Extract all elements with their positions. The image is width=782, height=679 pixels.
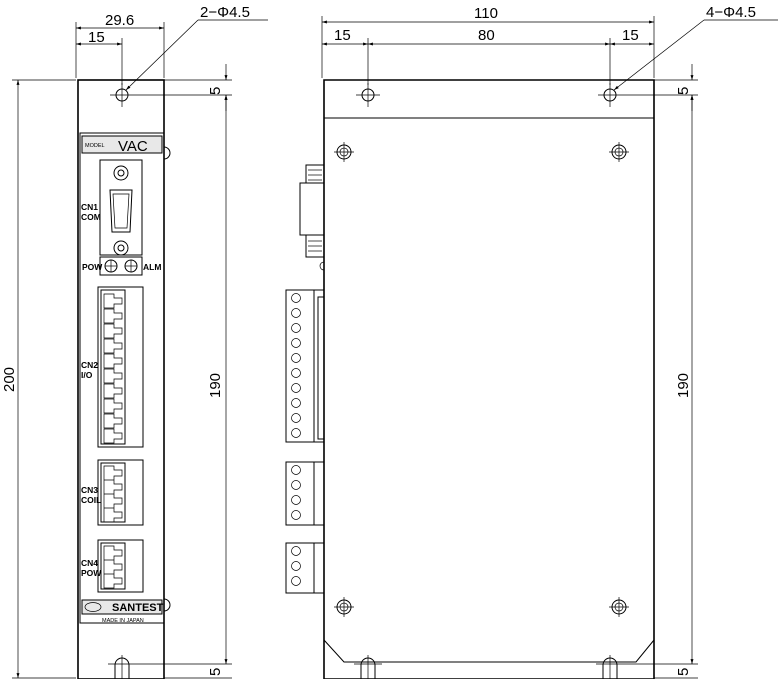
status-leds <box>99 256 143 276</box>
front-top-hole <box>110 83 134 107</box>
dim-side-pitch: 190 <box>622 94 698 665</box>
side-bottom-slot-left <box>354 655 382 679</box>
brand-plate: SANTEST MADE IN JAPAN <box>81 598 171 624</box>
dim-front-top-margin: 5 <box>164 64 232 111</box>
dim-front-bottom-margin-value: 5 <box>207 668 224 676</box>
side-dsub-profile <box>299 164 325 271</box>
dim-front-height-value: 200 <box>1 367 18 392</box>
dim-front-bottom-margin: 5 <box>164 668 232 679</box>
cn2-terminal-block <box>97 286 144 448</box>
side-top-hole-left <box>356 83 380 107</box>
dim-front-pitch: 190 <box>134 94 232 665</box>
side-view: 110 15 80 15 4−Φ4.5 190 <box>285 4 778 679</box>
pow-led-label: POW <box>82 262 103 272</box>
cn4-terminal-block <box>97 539 144 593</box>
dim-side-width: 110 <box>321 5 655 78</box>
brand-name: SANTEST <box>112 602 164 614</box>
front-panel <box>79 132 165 624</box>
dim-side-left-offset-value: 15 <box>334 27 351 44</box>
dim-front-pitch-value: 190 <box>207 373 224 398</box>
dim-front-height: 200 <box>1 79 76 679</box>
dim-front-hole-offset: 15 <box>76 29 123 85</box>
alm-led-label: ALM <box>143 262 161 272</box>
model-label: MODEL <box>85 143 105 149</box>
dim-side-bottom-margin-value: 5 <box>675 668 692 676</box>
dim-side-top-margin: 5 <box>654 64 698 111</box>
dim-side-hole-spacing: 15 80 15 <box>322 27 654 85</box>
dim-front-width-value: 29.6 <box>105 12 134 29</box>
front-hole-callout-text: 2−Φ4.5 <box>200 4 250 21</box>
made-in-label: MADE IN JAPAN <box>102 618 144 624</box>
front-hole-callout: 2−Φ4.5 <box>125 4 268 91</box>
model-plate: MODEL VAC <box>81 135 171 160</box>
dim-side-top-margin-value: 5 <box>675 87 692 95</box>
cn1-connector <box>99 159 143 256</box>
side-hole-callout: 4−Φ4.5 <box>613 4 778 91</box>
cn3-terminal-block <box>97 459 144 526</box>
side-cn3-profile <box>285 461 325 526</box>
side-body-outline <box>323 79 655 679</box>
dim-side-pitch-value: 190 <box>675 373 692 398</box>
cover-screws <box>334 142 629 617</box>
dim-side-pitch-value: 80 <box>478 27 495 44</box>
side-cn2-profile <box>285 289 325 443</box>
model-value: VAC <box>118 138 148 155</box>
dim-side-right-offset-value: 15 <box>622 27 639 44</box>
dim-front-top-margin-value: 5 <box>207 87 224 95</box>
side-bottom-slot-right <box>596 655 624 679</box>
front-bottom-slot <box>108 655 136 679</box>
side-cn4-profile <box>285 542 325 594</box>
side-hole-callout-text: 4−Φ4.5 <box>706 4 756 21</box>
dim-side-bottom-margin: 5 <box>654 668 698 679</box>
dim-front-hole-offset-value: 15 <box>88 29 105 46</box>
side-top-hole-right <box>598 83 622 107</box>
dim-front-width: 29.6 <box>75 12 165 78</box>
dim-side-width-value: 110 <box>474 5 498 22</box>
